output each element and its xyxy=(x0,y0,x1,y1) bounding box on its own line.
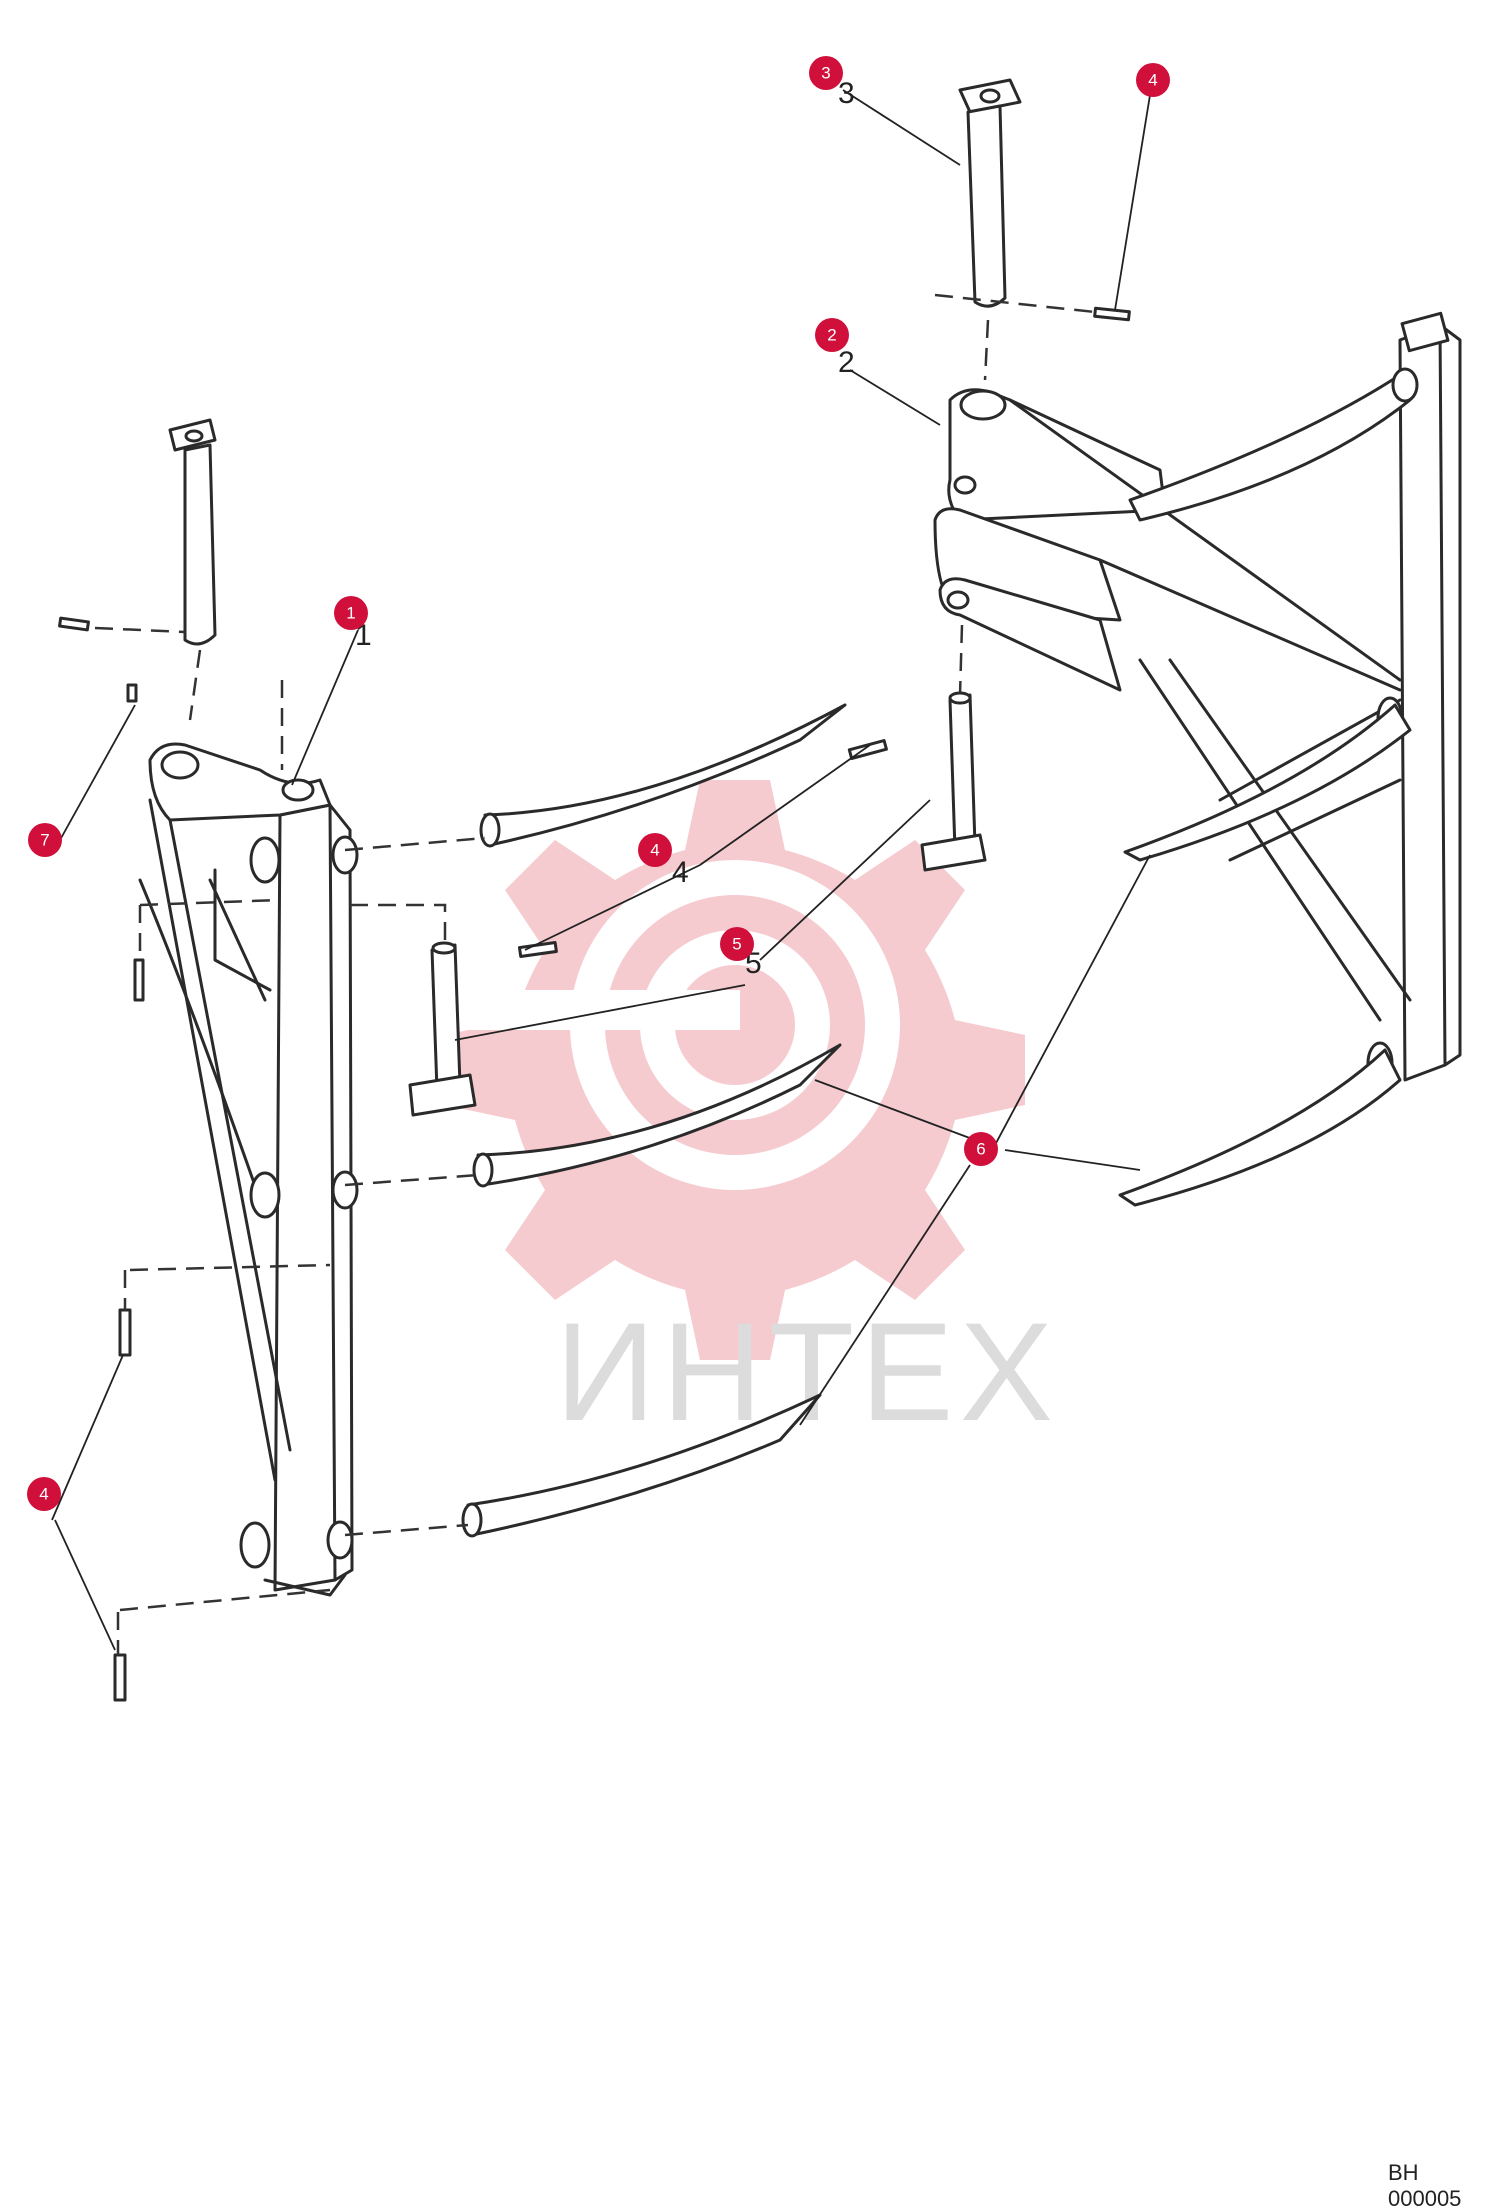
tine-right-middle xyxy=(1123,703,1412,862)
right-frame xyxy=(933,311,1462,1085)
printed-number-3: 3 xyxy=(838,77,855,110)
svg-text:7: 7 xyxy=(40,831,49,850)
tine-right-lower xyxy=(1118,1048,1402,1207)
callout-1[interactable]: 1 xyxy=(334,596,368,630)
drawing-code-label: BH 000005 xyxy=(1388,2160,1462,2211)
svg-text:4: 4 xyxy=(39,1485,48,1504)
callout-2[interactable]: 2 xyxy=(815,318,849,352)
callout-4-bottom[interactable]: 4 xyxy=(27,1477,61,1511)
printed-number-4: 4 xyxy=(672,856,689,889)
leader-lines xyxy=(51,89,1151,1651)
left-pin xyxy=(58,418,284,770)
callout-7[interactable]: 7 xyxy=(28,823,62,857)
svg-text:3: 3 xyxy=(821,64,830,83)
left-small-pins xyxy=(113,898,331,1702)
middle-pin-right xyxy=(920,691,987,872)
svg-text:2: 2 xyxy=(827,326,836,345)
left-frame xyxy=(138,742,359,1597)
watermark-gear-logo xyxy=(445,780,1025,1360)
callout-4-middle[interactable]: 4 xyxy=(638,833,672,867)
middle-pin-center xyxy=(350,739,888,1117)
svg-text:4: 4 xyxy=(1148,71,1157,90)
tine-upper-center xyxy=(344,703,847,852)
watermark-text: ИНТЕХ xyxy=(555,1293,1059,1450)
printed-number-2: 2 xyxy=(838,346,855,379)
tine-middle-center xyxy=(344,1043,842,1188)
svg-text:6: 6 xyxy=(976,1140,985,1159)
svg-text:1: 1 xyxy=(346,604,355,623)
svg-text:4: 4 xyxy=(650,841,659,860)
callout-4-top[interactable]: 4 xyxy=(1136,63,1170,97)
right-top-pin xyxy=(934,78,1131,696)
callout-5[interactable]: 5 xyxy=(720,927,754,961)
callout-6[interactable]: 6 xyxy=(964,1132,998,1166)
svg-text:5: 5 xyxy=(732,935,741,954)
callout-3[interactable]: 3 xyxy=(809,56,843,90)
